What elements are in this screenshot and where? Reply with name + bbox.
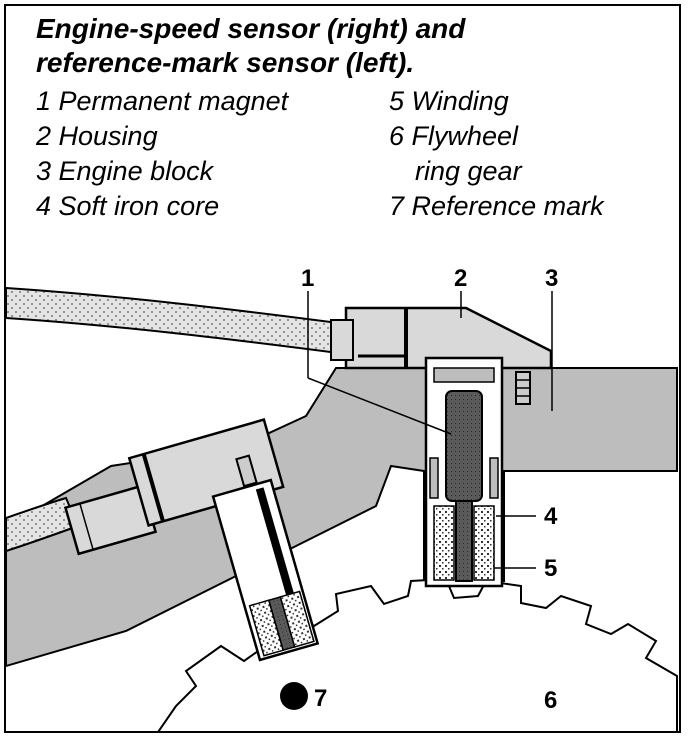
callout-7: 7 xyxy=(314,685,327,712)
title-line-2: reference-mark sensor (left). xyxy=(36,47,415,78)
diagram-frame: Engine-speed sensor (right) and referenc… xyxy=(4,4,681,733)
reference-mark-dot xyxy=(280,682,308,710)
sensor-illustration: 1 2 3 4 5 6 7 xyxy=(6,265,678,731)
legend-item-1: 1 Permanent magnet xyxy=(36,86,289,116)
legend-item-4: 4 Soft iron core xyxy=(36,191,220,221)
callout-6: 6 xyxy=(544,687,557,714)
legend-item-6: 6 Flywheel xyxy=(389,121,519,151)
speed-sensor-connector xyxy=(330,319,354,361)
speed-sensor-winding-left xyxy=(433,505,455,581)
legend-item-3: 3 Engine block xyxy=(36,156,214,186)
speed-sensor-permanent-magnet xyxy=(445,390,483,502)
legend-item-2: 2 Housing xyxy=(36,121,158,151)
speed-sensor-winding-right xyxy=(473,505,495,581)
callout-2: 2 xyxy=(454,265,467,292)
mounting-screw-left xyxy=(235,454,258,488)
reference-sensor xyxy=(63,418,320,662)
flywheel-ring-gear xyxy=(157,577,678,731)
speed-sensor-cable xyxy=(6,286,347,356)
callout-3: 3 xyxy=(545,265,558,292)
legend-item-5: 5 Winding xyxy=(389,86,509,116)
speed-sensor-soft-iron-core xyxy=(455,500,473,582)
legend-item-7: 7 Reference mark xyxy=(389,191,604,221)
leader-line-1b xyxy=(307,377,452,435)
title-line-1: Engine-speed sensor (right) and xyxy=(36,13,466,44)
callout-5: 5 xyxy=(544,555,557,582)
callout-1: 1 xyxy=(301,265,314,292)
legend-left-column: 1 Permanent magnet 2 Housing 3 Engine bl… xyxy=(36,84,288,224)
legend-item-6-continued: ring gear xyxy=(415,156,522,186)
diagram-title: Engine-speed sensor (right) and referenc… xyxy=(36,12,465,80)
callout-4: 4 xyxy=(544,503,558,530)
reference-sensor-winding-right xyxy=(279,590,315,648)
legend-right-column: 5 Winding 6 Flywheel ring gear 7 Referen… xyxy=(389,84,604,224)
reference-sensor-magnet xyxy=(255,487,294,596)
